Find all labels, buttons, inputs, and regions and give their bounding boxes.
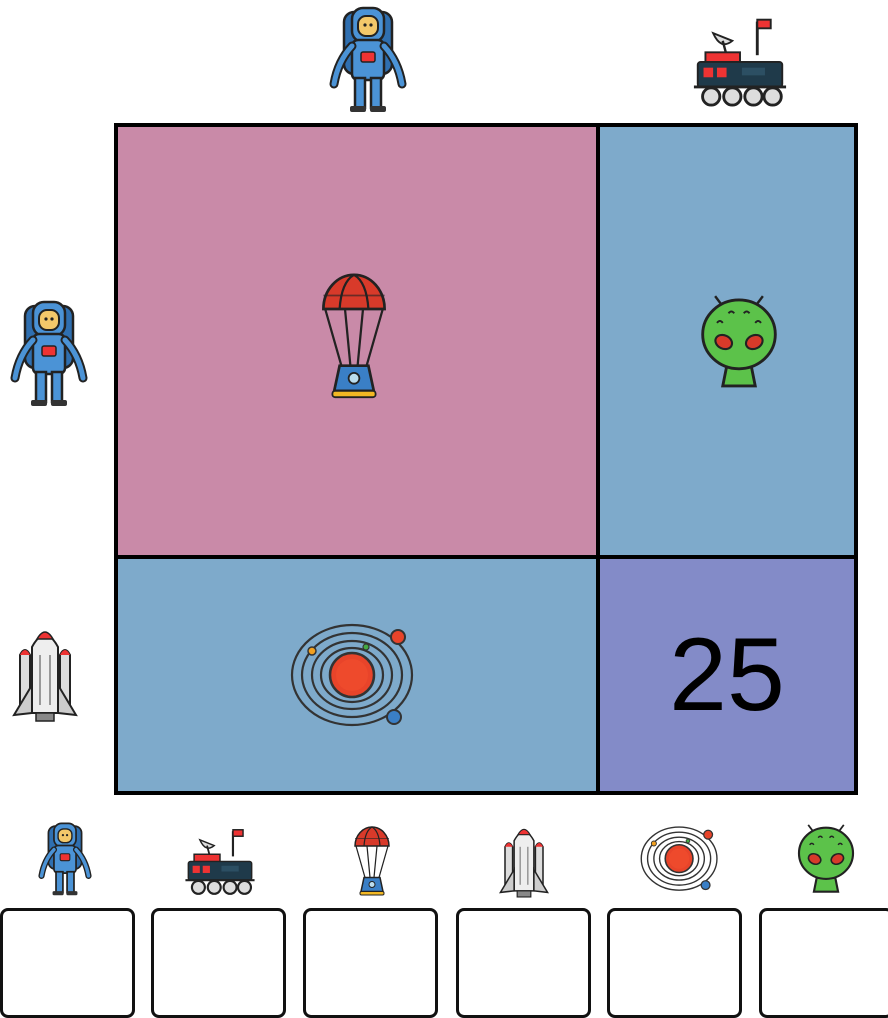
answer-box-solar-system[interactable] (607, 908, 742, 1018)
alien-icon (696, 292, 782, 392)
answer-parachute-icon (352, 822, 392, 900)
answer-box-parachute[interactable] (303, 908, 438, 1018)
row-header-astronaut-icon (8, 300, 90, 410)
column-header-astronaut-icon (326, 6, 410, 116)
solar-system-icon (290, 619, 420, 729)
answer-astronaut-icon (36, 822, 94, 898)
answer-box-shuttle[interactable] (456, 908, 591, 1018)
answer-alien-icon (794, 822, 858, 896)
column-header-rover-icon (692, 10, 788, 110)
cell-r1-c0 (114, 555, 600, 795)
answer-solar-system-icon (640, 822, 722, 894)
answer-box-alien[interactable] (759, 908, 888, 1018)
answer-box-rover[interactable] (151, 908, 286, 1018)
puzzle-grid: 25 (114, 123, 858, 795)
answer-box-astronaut[interactable] (0, 908, 135, 1018)
cell-r0-c1 (596, 123, 858, 559)
row-header-shuttle-icon (8, 625, 82, 725)
parachute-capsule-icon (318, 262, 390, 410)
cell-number: 25 (600, 559, 854, 791)
answer-shuttle-icon (496, 824, 552, 900)
cell-r0-c0 (114, 123, 600, 559)
answer-rover-icon (184, 822, 256, 898)
cell-r1-c1: 25 (596, 555, 858, 795)
